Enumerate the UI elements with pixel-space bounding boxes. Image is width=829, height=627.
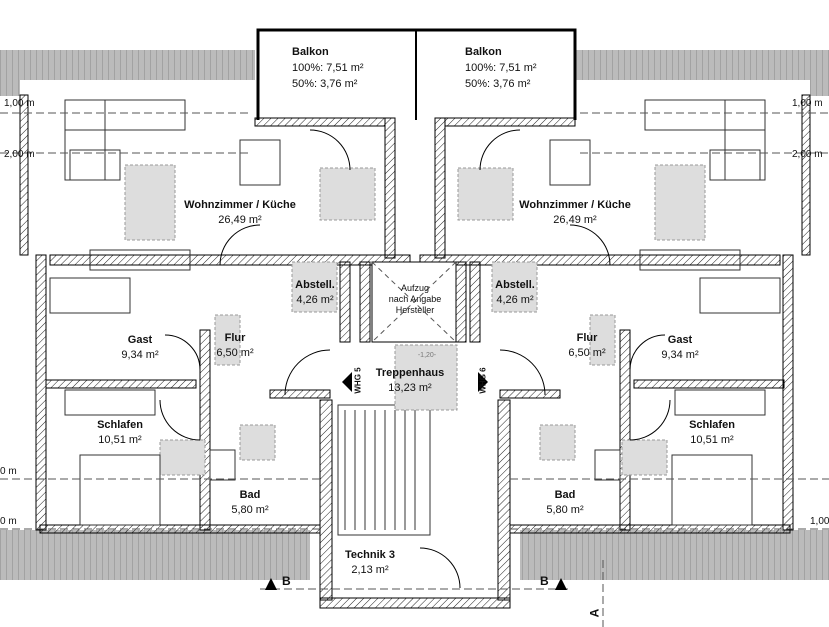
room-technik: Technik 3 2,13 m² <box>335 548 405 578</box>
level-label: 1,00 m <box>4 98 35 109</box>
room-schlafen-right: Schlafen 10,51 m² <box>682 418 742 448</box>
level-label: 1,00 m <box>792 98 823 109</box>
room-flur-right: Flur 6,50 m² <box>562 331 612 361</box>
room-name: Wohnzimmer / Küche <box>519 199 631 211</box>
arrow-whg6 <box>478 372 488 392</box>
room-area: 9,34 m² <box>121 349 159 361</box>
balcony-area-half: 50%: 3,76 m² <box>465 78 531 90</box>
room-treppenhaus: Treppenhaus 13,23 m² <box>365 366 455 396</box>
room-area: 26,49 m² <box>553 214 597 226</box>
room-name: Bad <box>554 489 576 501</box>
level-label: 1,00 <box>810 516 829 527</box>
room-gast-left: Gast 9,34 m² <box>115 333 165 363</box>
room-area: 9,34 m² <box>661 349 699 361</box>
room-name: Schlafen <box>689 419 735 431</box>
room-area: 2,13 m² <box>351 564 389 576</box>
section-label-b: B <box>282 574 291 588</box>
balcony-left: Balkon 100%: 7,51 m² 50%: 3,76 m² <box>292 44 364 92</box>
section-label-a: A <box>587 608 602 618</box>
room-name: Gast <box>127 334 153 346</box>
room-abstell-left: Abstell. 4,26 m² <box>290 278 340 308</box>
level-label: 0 m <box>0 466 17 477</box>
level-label: 2,00 m <box>792 149 823 160</box>
room-name: Abstell. <box>495 279 535 291</box>
room-name: Abstell. <box>295 279 335 291</box>
room-area: Hersteller <box>395 305 435 315</box>
section-marker-b-right <box>555 578 567 590</box>
room-name: Gast <box>667 334 693 346</box>
section-label-b: B <box>540 574 549 588</box>
room-area: 4,26 m² <box>496 294 534 306</box>
roof-right-bottom <box>520 530 829 580</box>
room-name: Wohnzimmer / Küche <box>184 199 296 211</box>
balcony-right: Balkon 100%: 7,51 m² 50%: 3,76 m² <box>465 44 537 92</box>
level-label: 0 m <box>0 516 17 527</box>
room-area: 5,80 m² <box>546 504 584 516</box>
zone-label: -1,20- <box>417 352 437 359</box>
room-name: Technik 3 <box>345 549 395 561</box>
room-name: Flur <box>224 332 246 344</box>
room-area: 13,23 m² <box>388 382 432 394</box>
room-area: 26,49 m² <box>218 214 262 226</box>
balcony-area-half: 50%: 3,76 m² <box>292 78 358 90</box>
room-wohnzimmer-left: Wohnzimmer / Küche 26,49 m² <box>180 198 300 228</box>
balcony-name: Balkon <box>292 46 329 58</box>
balcony-area-full: 100%: 7,51 m² <box>465 62 537 74</box>
balcony-area-full: 100%: 7,51 m² <box>292 62 364 74</box>
room-wohnzimmer-right: Wohnzimmer / Küche 26,49 m² <box>515 198 635 228</box>
room-name: Schlafen <box>97 419 143 431</box>
room-flur-left: Flur 6,50 m² <box>210 331 260 361</box>
room-schlafen-left: Schlafen 10,51 m² <box>90 418 150 448</box>
room-area: nach Angabe <box>388 294 442 304</box>
balcony-name: Balkon <box>465 46 502 58</box>
roof-left-bottom <box>0 530 310 580</box>
room-abstell-right: Abstell. 4,26 m² <box>490 278 540 308</box>
room-bad-left: Bad 5,80 m² <box>225 488 275 518</box>
room-name: Flur <box>576 332 598 344</box>
unit-label-whg5: WHG 5 <box>353 367 363 394</box>
room-area: 5,80 m² <box>231 504 269 516</box>
section-marker-b-left <box>265 578 277 590</box>
room-area: 10,51 m² <box>690 434 734 446</box>
room-gast-right: Gast 9,34 m² <box>655 333 705 363</box>
room-area: 6,50 m² <box>568 347 606 359</box>
room-name: Bad <box>239 489 261 501</box>
room-area: 6,50 m² <box>216 347 254 359</box>
room-bad-right: Bad 5,80 m² <box>540 488 590 518</box>
room-name: Treppenhaus <box>375 367 445 379</box>
room-area: 10,51 m² <box>98 434 142 446</box>
room-area: 4,26 m² <box>296 294 334 306</box>
level-label: 2,00 m <box>4 149 35 160</box>
room-area: Aufzug <box>400 283 430 293</box>
arrow-whg5 <box>342 372 352 392</box>
unit-label-whg6: WHG 6 <box>478 367 488 394</box>
